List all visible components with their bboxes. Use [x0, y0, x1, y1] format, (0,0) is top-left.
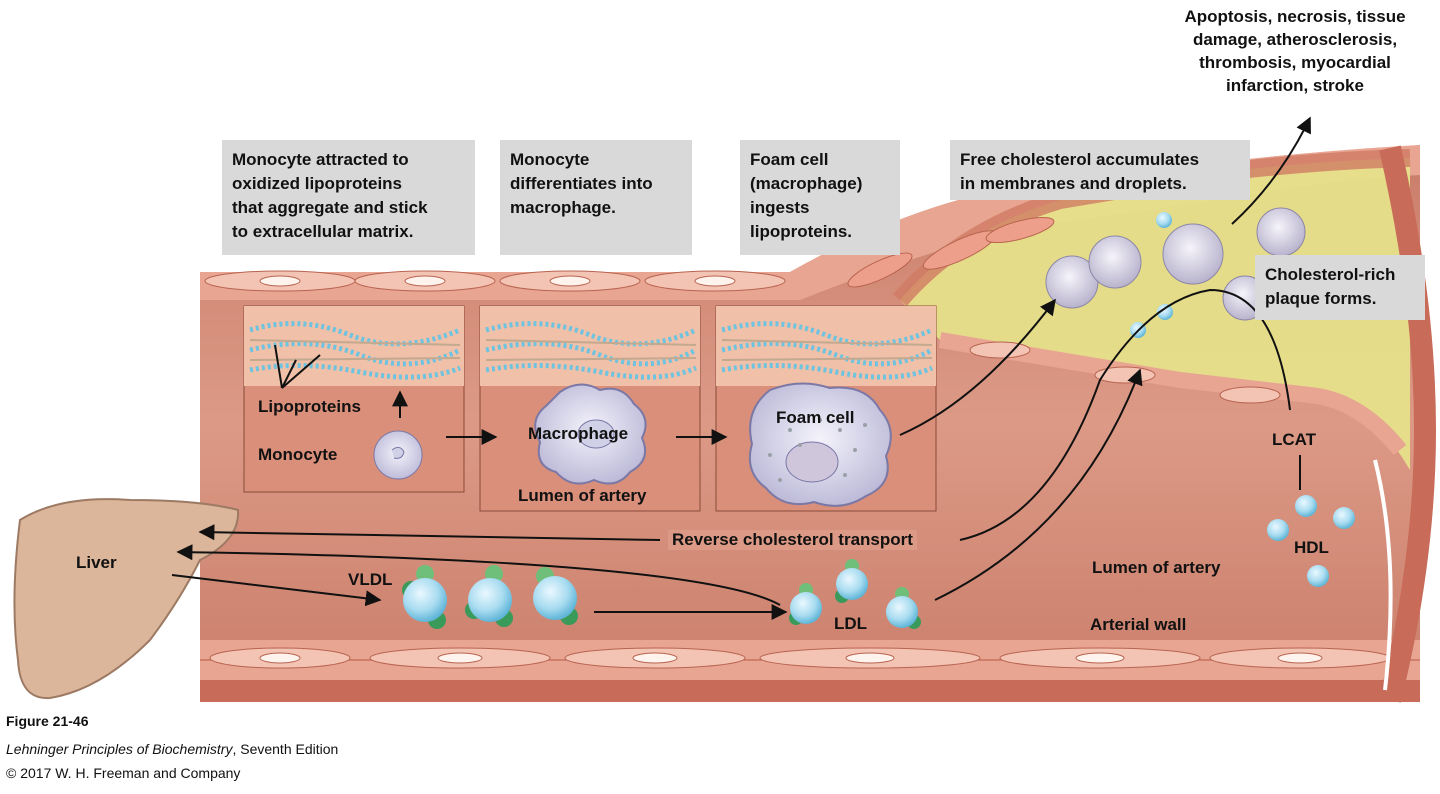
label-ldl: LDL	[834, 614, 868, 633]
callout-monocyte-attracted: Monocyte attracted to oxidized lipoprote…	[222, 140, 475, 255]
ldl-particles	[789, 559, 921, 629]
inset-panel-monocyte	[243, 305, 465, 493]
label-macrophage: Macrophage	[528, 424, 629, 443]
label-reverse-transport: Reverse cholesterol transport	[668, 530, 917, 550]
artery-inner-edge	[1373, 459, 1393, 691]
callout-foam-cell-ingests: Foam cell (macrophage) ingests lipoprote…	[740, 140, 900, 255]
label-monocyte: Monocyte	[258, 445, 338, 464]
vldl-particles	[402, 565, 578, 629]
label-lipoproteins: Lipoproteins	[258, 397, 361, 416]
copyright: © 2017 W. H. Freeman and Company	[6, 765, 241, 781]
callout-plaque-forms: Cholesterol-rich plaque forms.	[1255, 255, 1425, 320]
endothelial-cells-top	[204, 270, 786, 292]
artery-cut-end	[1379, 145, 1437, 703]
figure-number: Figure 21-46	[6, 713, 89, 729]
book-edition: , Seventh Edition	[232, 741, 339, 757]
label-foam-cell: Foam cell	[776, 408, 855, 427]
book-title: Lehninger Principles of Biochemistry	[6, 741, 233, 757]
inset-panel-foam-cell	[715, 305, 937, 512]
label-lumen-main: Lumen of artery	[1092, 558, 1221, 577]
label-hdl: HDL	[1294, 538, 1329, 557]
label-liver: Liver	[76, 553, 117, 572]
callout-monocyte-differentiates: Monocyte differentiates into macrophage.	[500, 140, 692, 255]
book-reference: Lehninger Principles of Biochemistry, Se…	[6, 740, 338, 759]
outcomes-note: Apoptosis, necrosis, tissue damage, athe…	[1184, 7, 1406, 95]
label-lumen-inset: Lumen of artery	[518, 486, 647, 505]
inset-panel-macrophage	[479, 305, 701, 512]
label-arterial-wall: Arterial wall	[1090, 615, 1187, 634]
endothelial-cells-bottom	[209, 647, 1391, 669]
callout-free-cholesterol: Free cholesterol accumulates in membrane…	[950, 140, 1250, 200]
hdl-particles	[1267, 495, 1355, 587]
label-vldl: VLDL	[348, 570, 393, 589]
label-lcat: LCAT	[1272, 430, 1317, 449]
